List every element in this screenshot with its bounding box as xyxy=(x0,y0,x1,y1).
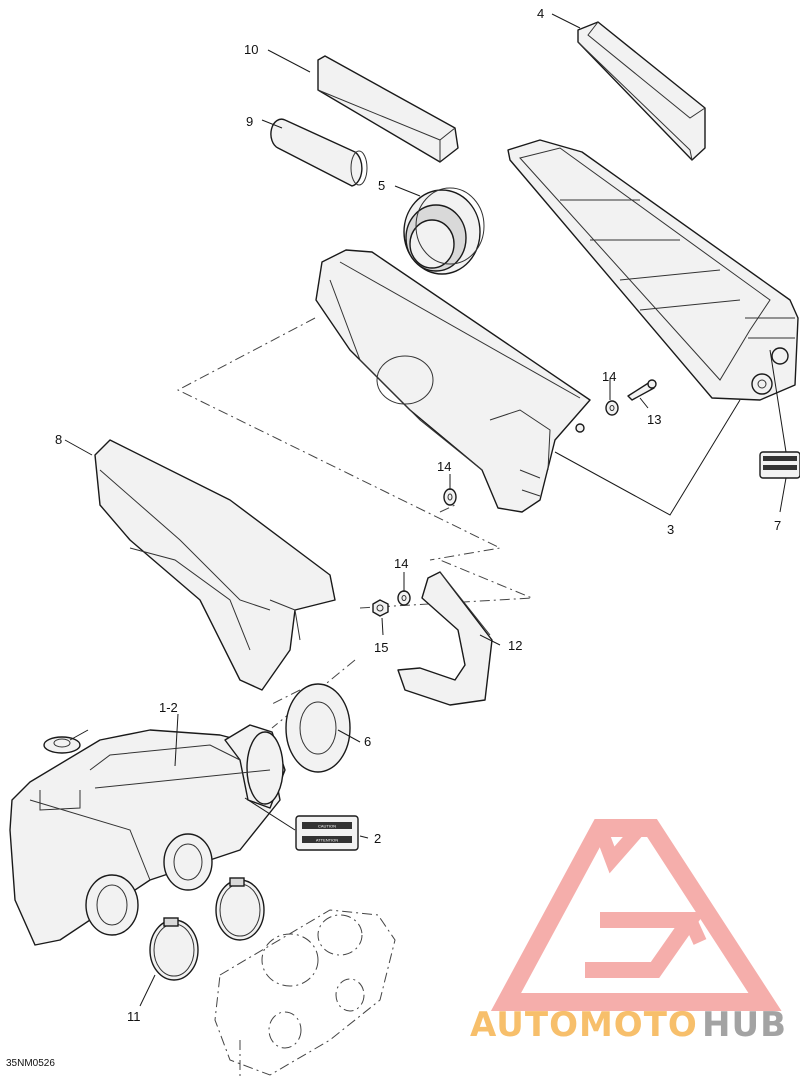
hardware-washer-14-middle xyxy=(443,488,457,506)
callout-13: 13 xyxy=(647,412,661,427)
part-12-bracket xyxy=(397,571,493,706)
callout-7: 7 xyxy=(774,518,781,533)
part-11-clamp-lower xyxy=(149,917,199,981)
leader-lines xyxy=(64,13,787,1007)
callout-15: 15 xyxy=(374,640,388,655)
callout-10: 10 xyxy=(244,42,258,57)
part-8-foam-filter xyxy=(94,439,336,691)
callout-labels: 4 10 9 5 14 13 14 8 3 7 14 15 12 6 1-2 2… xyxy=(55,6,781,1024)
part-3-airbox-cover xyxy=(507,139,799,401)
watermark-logo-emblem xyxy=(490,819,782,1011)
callout-5: 5 xyxy=(378,178,385,193)
hardware-washer-14-upper xyxy=(605,400,619,416)
callout-3: 3 xyxy=(667,522,674,537)
callout-1-2: 1-2 xyxy=(159,700,178,715)
part-9-foam-cylinder xyxy=(270,118,368,187)
callout-11: 11 xyxy=(127,1009,141,1024)
part-10-foam-strip xyxy=(317,55,459,163)
callout-8: 8 xyxy=(55,432,62,447)
drawing-reference-code: 35NM0526 xyxy=(6,1058,55,1069)
part-5-grommet xyxy=(403,187,485,275)
part-4-foam-strip xyxy=(577,21,706,161)
part-1-2-airbox-lower xyxy=(9,724,286,946)
hardware-washer-14-lower xyxy=(397,590,411,606)
hardware-nut-15 xyxy=(372,599,389,617)
part-7-label xyxy=(759,451,800,479)
watermark-brand-hub: HUB xyxy=(702,1005,787,1045)
watermark-brand-automoto: AUTOMOTO xyxy=(470,1005,698,1045)
callout-6: 6 xyxy=(364,734,371,749)
callout-14-middle: 14 xyxy=(437,459,451,474)
assembly-dash-lines xyxy=(176,317,533,729)
callout-14-lower: 14 xyxy=(394,556,408,571)
callout-4: 4 xyxy=(537,6,544,21)
label-attention-text: ATTENTION xyxy=(316,838,338,843)
callout-2: 2 xyxy=(374,831,381,846)
hardware-screw-13 xyxy=(627,379,657,401)
part-6-gasket xyxy=(285,683,351,773)
label-caution-text: CAUTION xyxy=(318,824,336,829)
automotohub-watermark: AUTOMOTO HUB xyxy=(470,819,787,1045)
part-3-filter-housing xyxy=(315,249,591,513)
callout-9: 9 xyxy=(246,114,253,129)
carburetor-assembly-reference xyxy=(214,909,396,1080)
callout-14-upper: 14 xyxy=(602,369,616,384)
callout-12: 12 xyxy=(508,638,522,653)
part-2-caution-label: CAUTION ATTENTION xyxy=(295,815,359,851)
part-11-clamp-upper xyxy=(215,877,265,941)
